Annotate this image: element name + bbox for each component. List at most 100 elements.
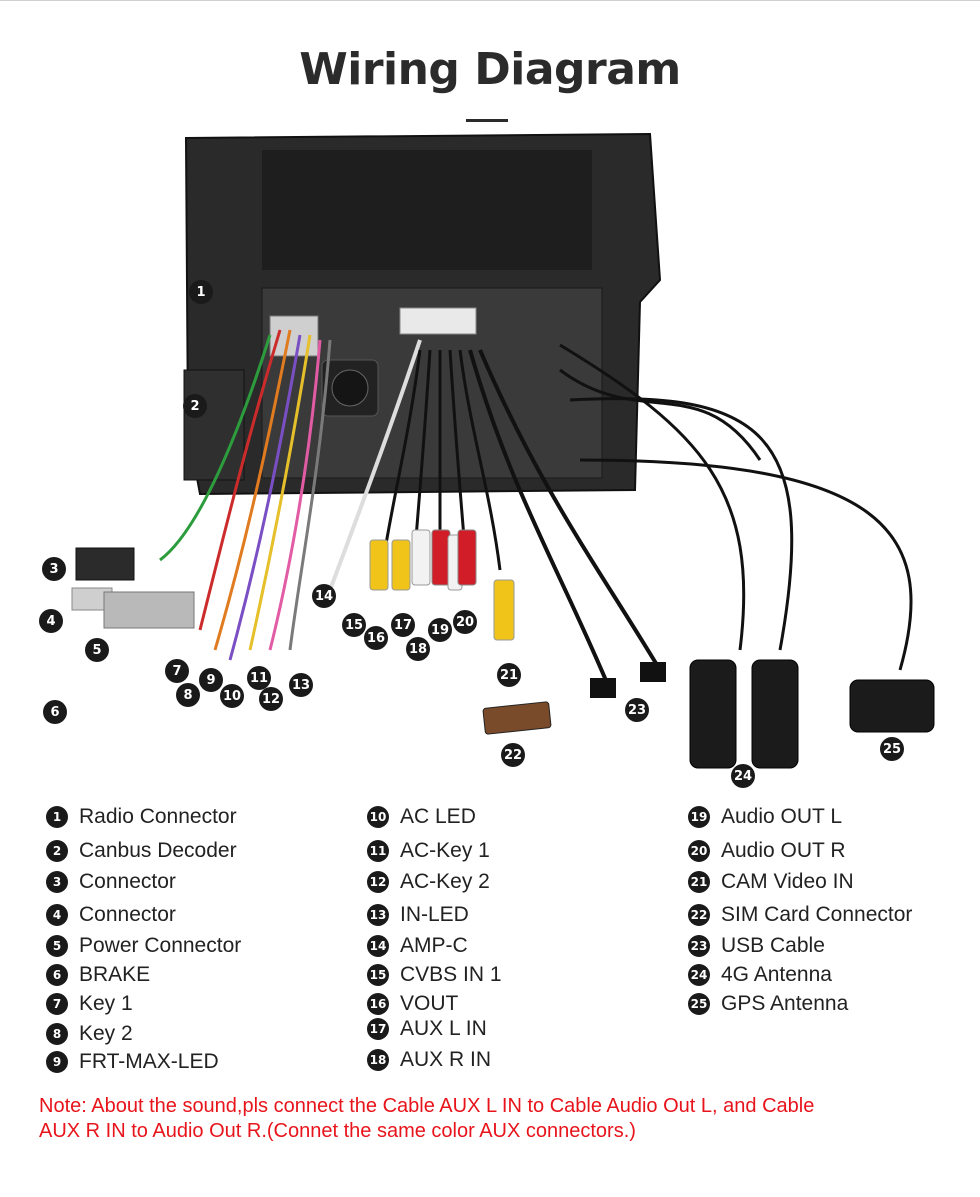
legend-number: 23 [688,935,710,957]
4g-antenna-left [689,659,737,769]
legend-label: Connector [79,870,176,893]
legend-label: AUX R IN [400,1048,492,1071]
legend-label: IN-LED [400,903,469,926]
decoder-box [183,369,245,481]
legend-item: 7 Key 1 [46,992,133,1016]
legend-item: 6 BRAKE [46,963,150,987]
sim-card-connector [482,701,552,735]
callout-3: 3 [42,557,66,581]
callout-14: 14 [312,584,336,608]
connector-block-white [399,307,477,335]
legend-label: Radio Connector [79,805,237,828]
callout-19: 19 [428,618,452,642]
callout-6: 6 [43,700,67,724]
callout-17: 17 [391,613,415,637]
legend-label: AC-Key 2 [400,870,490,893]
callout-12: 12 [259,687,283,711]
legend-number: 12 [367,871,389,893]
antenna-cables [559,343,913,671]
callout-9: 9 [199,668,223,692]
callout-15: 15 [342,613,366,637]
legend-label: Key 2 [79,1022,133,1045]
connector-5-shape [103,591,195,629]
gps-antenna [849,679,935,733]
legend-number: 14 [367,935,389,957]
rca-plug-white-1 [411,529,431,586]
4g-antenna-right [751,659,799,769]
legend-number: 21 [688,871,710,893]
legend-label: Audio OUT R [721,839,846,862]
note-line-2: AUX R IN to Audio Out R.(Connet the same… [39,1120,636,1142]
callout-24: 24 [731,764,755,788]
legend-number: 8 [46,1023,68,1045]
callout-20: 20 [453,610,477,634]
legend-label: Key 1 [79,992,133,1015]
legend-item: 8 Key 2 [46,1022,133,1046]
legend-item: 18 AUX R IN [367,1048,491,1072]
legend-number: 5 [46,935,68,957]
legend-item: 21 CAM Video IN [688,870,854,894]
legend-number: 20 [688,840,710,862]
rca-plug-red-2 [457,529,477,586]
legend-item: 16 VOUT [367,992,458,1016]
legend-number: 13 [367,904,389,926]
legend-label: BRAKE [79,963,151,986]
legend-label: AC-Key 1 [400,839,490,862]
callout-21: 21 [497,663,521,687]
rca-plug-yellow-1 [369,539,389,591]
legend-number: 16 [367,993,389,1015]
legend-number: 2 [46,840,68,862]
rca-cables [383,349,502,571]
wire-loom [159,329,422,661]
legend-number: 18 [367,1049,389,1071]
legend-number: 19 [688,806,710,828]
legend-label: VOUT [400,992,459,1015]
callout-23: 23 [625,698,649,722]
legend-number: 7 [46,993,68,1015]
legend-label: CAM Video IN [721,870,854,893]
callout-1: 1 [189,280,213,304]
legend-item: 1 Radio Connector [46,805,237,829]
legend-number: 17 [367,1018,389,1040]
legend-item: 12 AC-Key 2 [367,870,490,894]
legend-item: 2 Canbus Decoder [46,839,237,863]
usb-plug-2 [640,662,666,682]
page-title: Wiring Diagram [299,44,681,95]
legend-label: Audio OUT L [721,805,843,828]
connector-3-shape [75,547,135,581]
legend-number: 9 [46,1051,68,1073]
callout-8: 8 [176,683,200,707]
legend-label: Canbus Decoder [79,839,237,862]
legend-number: 15 [367,964,389,986]
legend-item: 14 AMP-C [367,934,468,958]
legend-number: 10 [367,806,389,828]
legend-item: 20 Audio OUT R [688,839,846,863]
legend-number: 1 [46,806,68,828]
wiring-photo [71,132,935,769]
callout-5: 5 [85,638,109,662]
legend-item: 13 IN-LED [367,903,469,927]
title-underline [466,119,508,122]
legend-label: AMP-C [400,934,468,957]
usb-cable [468,349,662,691]
callout-7: 7 [165,659,189,683]
legend-label: CVBS IN 1 [400,963,502,986]
note-line-1: Note: About the sound,pls connect the Ca… [39,1095,815,1117]
callout-13: 13 [289,673,313,697]
callout-25: 25 [880,737,904,761]
legend-label: SIM Card Connector [721,903,913,926]
legend-number: 6 [46,964,68,986]
callout-18: 18 [406,637,430,661]
callout-2: 2 [183,394,207,418]
callout-22: 22 [501,743,525,767]
legend-label: Connector [79,903,176,926]
housing-top-panel [262,150,592,270]
